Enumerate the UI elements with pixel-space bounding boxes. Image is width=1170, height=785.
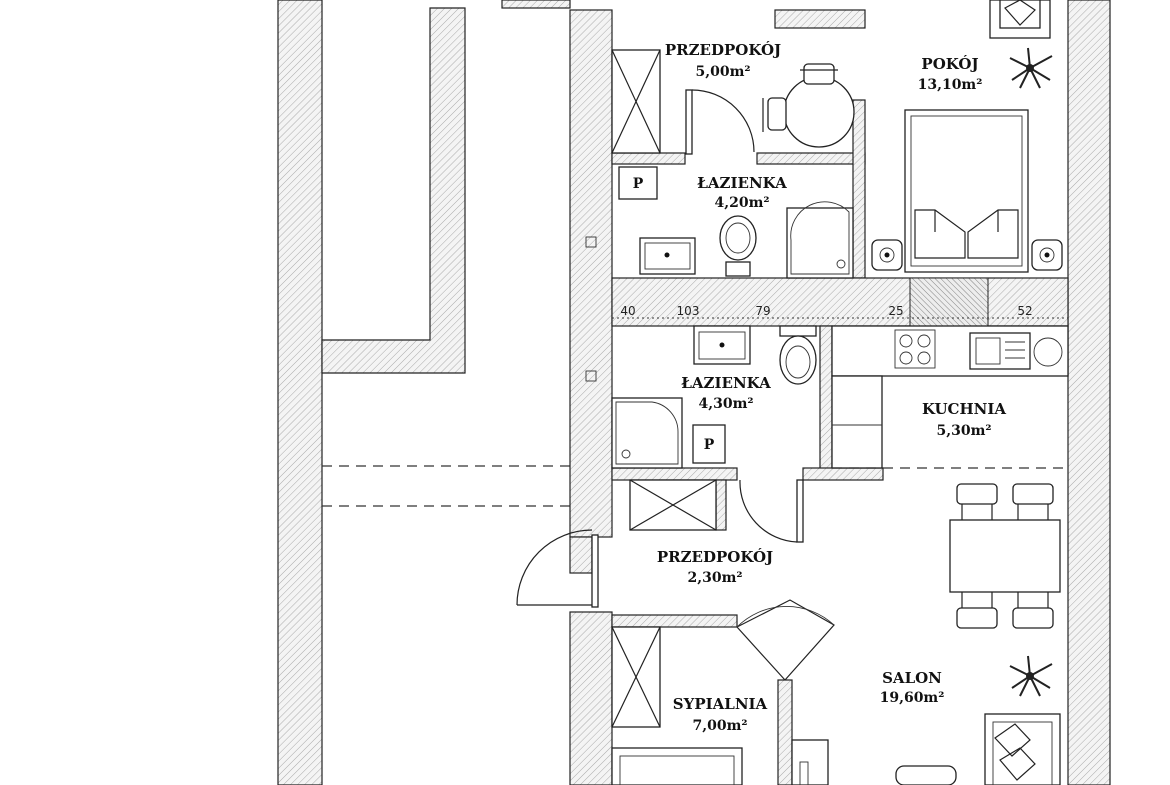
dimension-label: 25 — [888, 304, 903, 318]
round-table — [762, 63, 855, 148]
left-column-wall — [321, 7, 466, 374]
east-wall — [1067, 0, 1111, 785]
room-labels: PRZEDPOKÓJ 5,00m² POKÓJ 13,10m² ŁAZIENKA… — [657, 41, 1007, 734]
room-name-przedpokoj-1: PRZEDPOKÓJ — [665, 41, 781, 59]
central-wall — [611, 277, 1069, 327]
dining-table — [949, 483, 1061, 629]
boiler-label-upper: P — [633, 176, 644, 192]
plant-upper — [1009, 47, 1053, 89]
room-name-pokoj: POKÓJ — [921, 55, 978, 73]
room-area-kuchnia: 5,30m² — [936, 423, 991, 439]
room-area-lazienka-1: 4,20m² — [714, 195, 769, 211]
room-name-sypialnia: SYPIALNIA — [673, 695, 768, 713]
toilet-upper — [719, 215, 757, 277]
room-area-salon: 19,60m² — [880, 690, 945, 706]
upper-horizontal-wall — [611, 99, 866, 279]
plant-lower — [1009, 655, 1053, 697]
room-area-przedpokoj-1: 5,00m² — [695, 64, 750, 80]
dimension-labels: 40 103 79 25 52 — [620, 304, 1032, 318]
bedroom-cabinet — [791, 739, 829, 785]
dimension-label: 40 — [620, 304, 635, 318]
shower-lower — [611, 397, 683, 469]
west-wall — [569, 9, 613, 785]
room-name-lazienka-1: ŁAZIENKA — [697, 174, 787, 192]
boiler-label-lower: P — [704, 437, 715, 453]
room-area-lazienka-2: 4,30m² — [698, 396, 753, 412]
sofa-salon — [984, 713, 1061, 785]
bed-double — [904, 109, 1029, 273]
wardrobe-upper — [611, 49, 661, 154]
sink-lower — [693, 325, 751, 365]
dimension-label: 103 — [677, 304, 700, 318]
lower-bath-door — [739, 479, 804, 543]
room-area-sypialnia: 7,00m² — [692, 718, 747, 734]
left-outer-wall — [277, 0, 323, 785]
nightstand-left — [871, 239, 903, 271]
boiler-lower: P — [692, 424, 726, 464]
dimension-label: 79 — [755, 304, 770, 318]
room-area-pokoj: 13,10m² — [918, 77, 983, 93]
room-name-przedpokoj-2: PRZEDPOKÓJ — [657, 548, 773, 566]
sink-upper — [639, 237, 696, 275]
kitchen-counter — [831, 325, 1069, 469]
upper-bath-door — [685, 89, 755, 155]
wardrobe-bedroom — [611, 626, 661, 728]
bed-bedroom — [611, 747, 743, 785]
toilet-lower — [779, 325, 817, 385]
room-name-lazienka-2: ŁAZIENKA — [681, 374, 771, 392]
boiler-upper: P — [618, 166, 658, 200]
top-partition — [501, 0, 866, 29]
armchair-salon — [895, 765, 957, 785]
nightstand-right — [1031, 239, 1063, 271]
sofa-top — [989, 0, 1051, 39]
room-name-kuchnia: KUCHNIA — [922, 400, 1006, 418]
dimension-label: 52 — [1017, 304, 1032, 318]
bedroom-door — [736, 599, 835, 681]
room-name-salon: SALON — [882, 669, 942, 687]
bedroom-walls — [611, 614, 793, 785]
corridor-dashed-lines — [322, 465, 570, 507]
entry-door — [516, 529, 599, 608]
shower-upper — [786, 201, 854, 279]
lower-bath-walls — [611, 325, 884, 531]
room-area-przedpokoj-2: 2,30m² — [687, 570, 742, 586]
wardrobe-lower — [629, 479, 717, 531]
